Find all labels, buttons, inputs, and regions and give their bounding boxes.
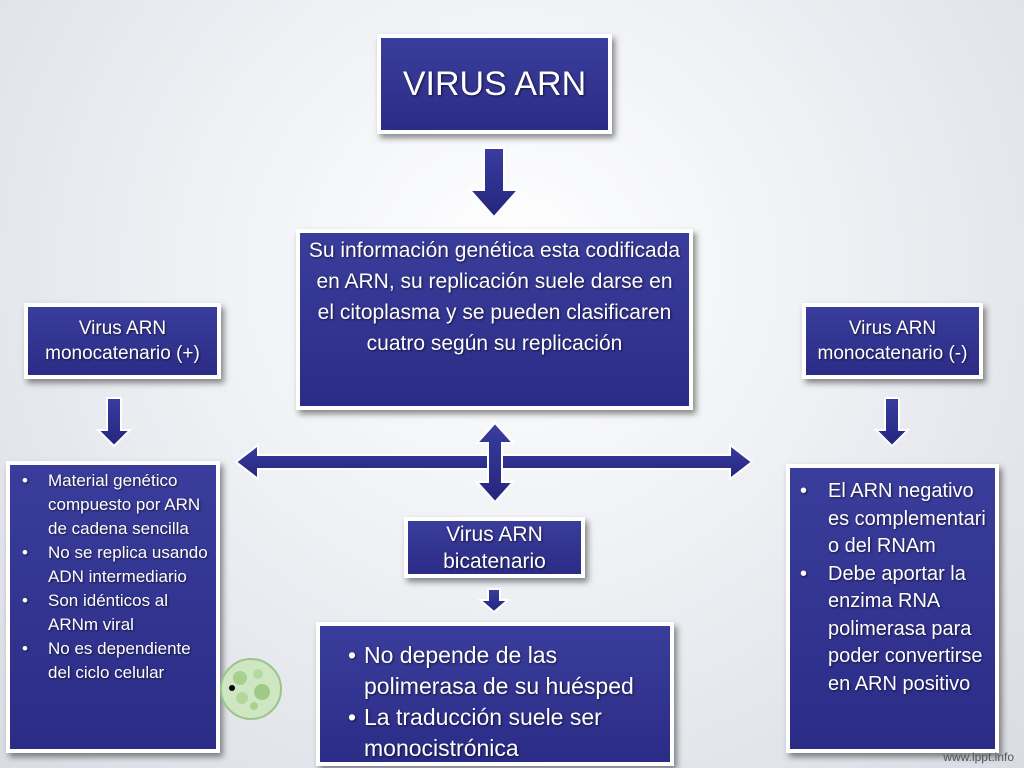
list-item: No depende de las polimerasa de su huésp…	[320, 640, 664, 702]
arrow-mono-neg-down	[873, 397, 911, 448]
mono-negative-label: Virus ARN monocatenario (-)	[817, 318, 968, 364]
mono-positive-label: Virus ARN monocatenario (+)	[45, 318, 200, 364]
watermark: www.lppt.info	[943, 750, 1014, 764]
mono-negative-list-box: El ARN negativo es complementari o del R…	[786, 464, 999, 753]
title-text: VIRUS ARN	[402, 64, 587, 103]
mono-positive-box: Virus ARN monocatenario (+)	[24, 303, 221, 379]
mono-negative-box: Virus ARN monocatenario (-)	[802, 303, 983, 379]
arrow-title-to-info	[467, 147, 521, 219]
arrow-vertical-double	[474, 421, 516, 504]
info-box: Su información genética esta codificada …	[296, 229, 693, 410]
microbe-icon	[220, 658, 282, 720]
list-item: Material genético compuesto por ARN de c…	[10, 469, 210, 541]
bicatenario-label: Virus ARN bicatenario	[443, 522, 546, 573]
arrow-bicat-down	[477, 588, 511, 614]
list-item: El ARN negativo es complementari o del R…	[790, 478, 991, 561]
list-item: La traducción suele ser monocistrónica	[320, 702, 664, 762]
arrow-mono-pos-down	[95, 397, 133, 448]
list-item: No se replica usando ADN intermediario	[10, 541, 210, 589]
mono-positive-list-box: Material genético compuesto por ARN de c…	[6, 461, 220, 753]
list-item: Son idénticos al ARNm viral	[10, 589, 210, 637]
bicatenario-box: Virus ARN bicatenario	[404, 517, 585, 578]
list-item: Debe aportar la enzima RNA polimerasa pa…	[790, 561, 991, 699]
info-text: Su información genética esta codificada …	[308, 239, 681, 355]
bicatenario-list-box: No depende de las polimerasa de su huésp…	[316, 622, 674, 766]
list-item: No es dependiente del ciclo celular	[10, 637, 210, 685]
title-box: VIRUS ARN	[377, 34, 612, 134]
